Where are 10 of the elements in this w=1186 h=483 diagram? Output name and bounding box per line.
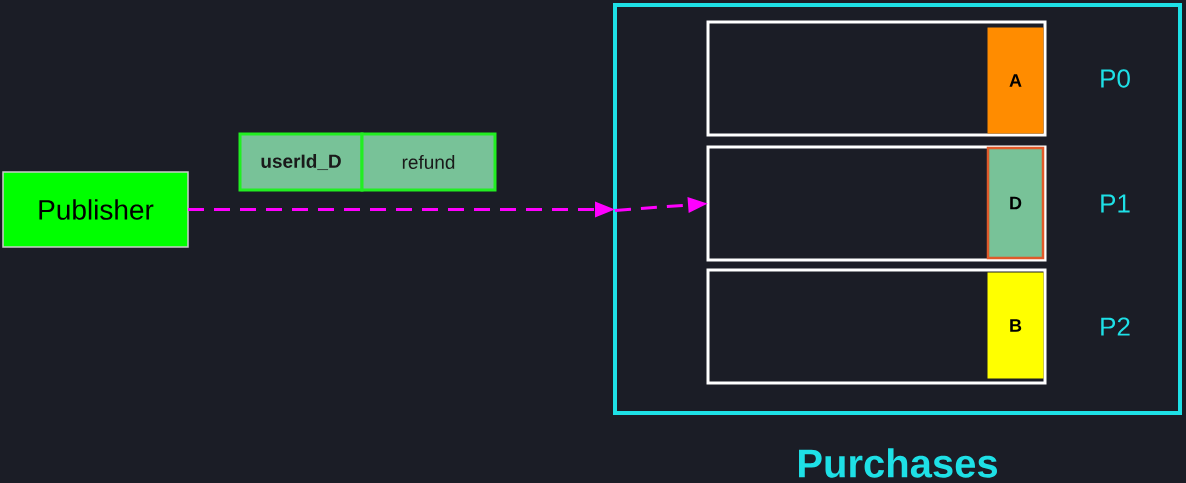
message-key-cell: userId_D: [238, 132, 364, 192]
message-cell: D: [986, 146, 1045, 260]
message-cell: A: [987, 27, 1044, 134]
publisher-box: Publisher: [2, 171, 189, 248]
partition-label: P2: [1101, 317, 1130, 336]
topic-title: Purchases: [799, 448, 997, 478]
partition-label: P1: [1101, 194, 1130, 213]
message-value-cell: refund: [360, 132, 497, 192]
message-cell: B: [987, 272, 1044, 379]
partition-label: P0: [1101, 69, 1130, 88]
